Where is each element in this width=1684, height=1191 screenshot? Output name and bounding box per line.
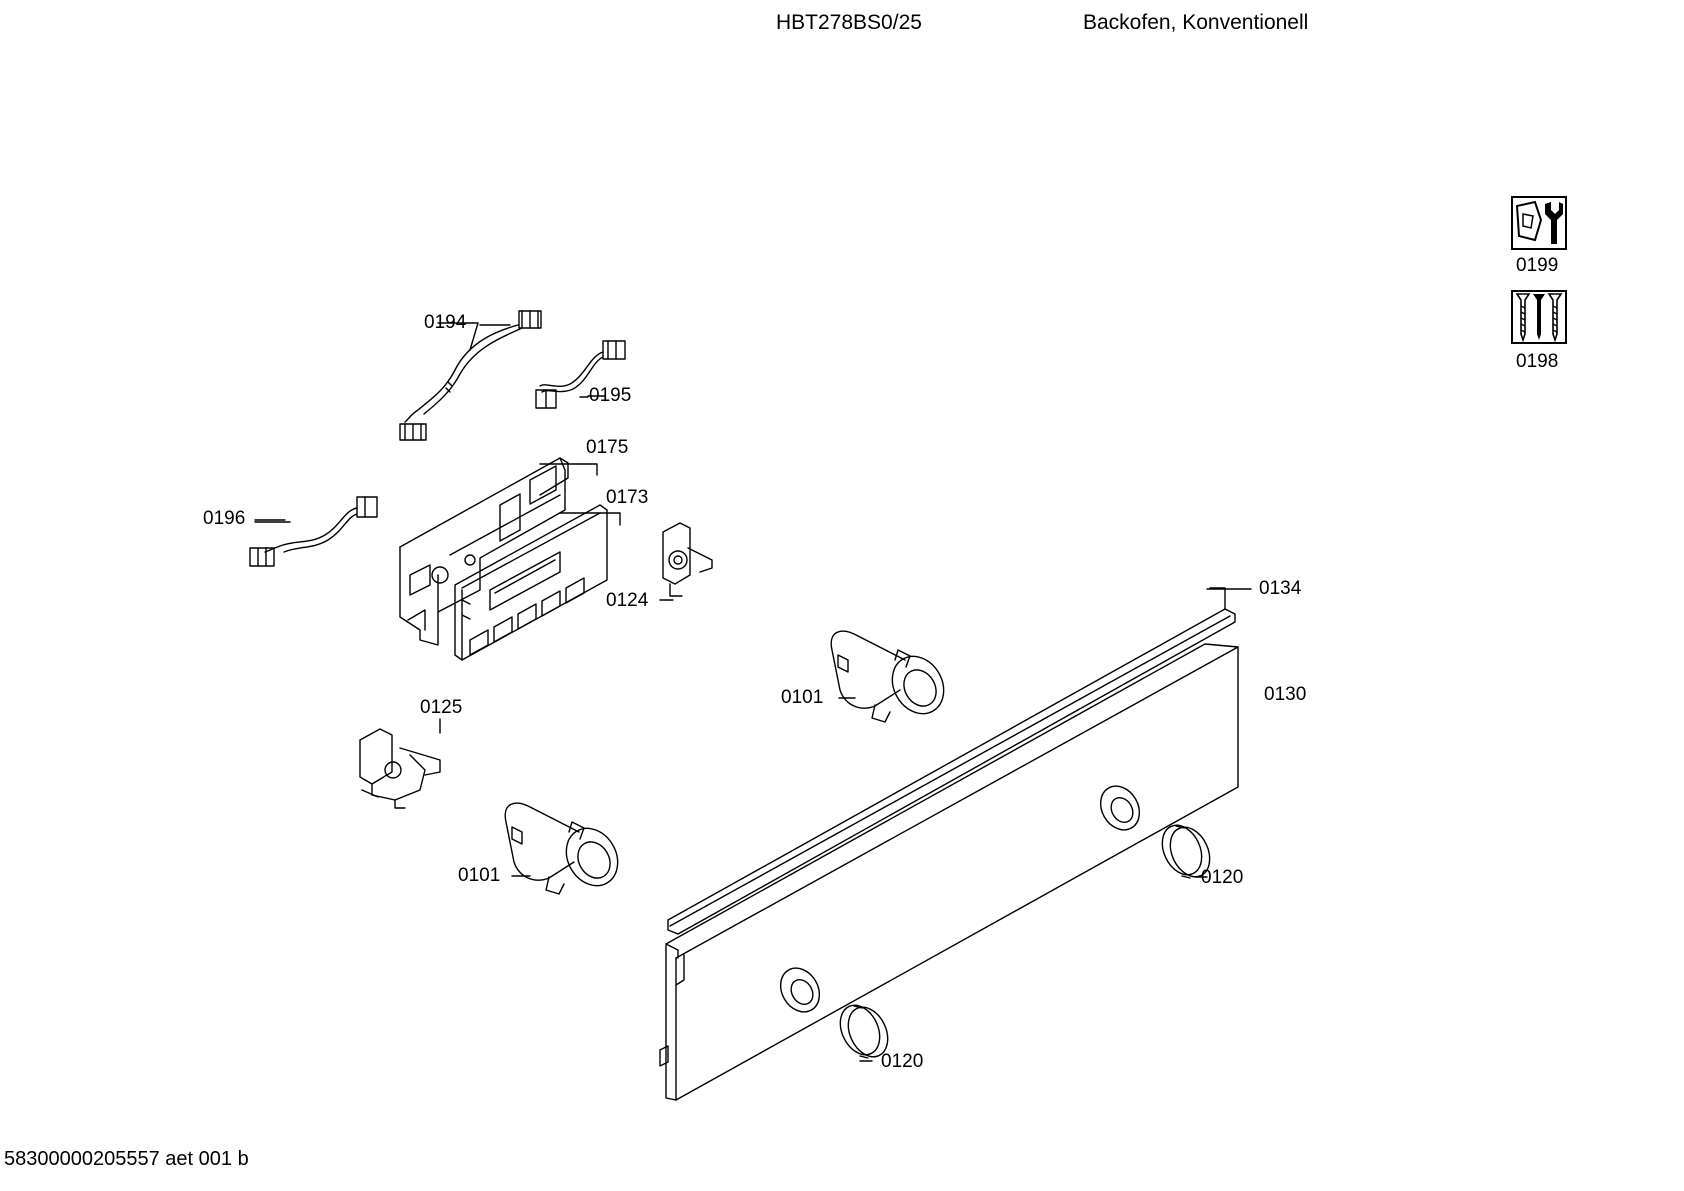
part-label-0130: 0130 <box>1264 684 1307 705</box>
knob-ring-0120-left <box>839 1004 889 1059</box>
wiring-harness-0195 <box>535 340 626 409</box>
part-label-0125: 0125 <box>420 697 463 718</box>
part-label-0120-left: 0120 <box>881 1051 924 1072</box>
part-label-0175: 0175 <box>586 437 629 458</box>
appliance-description: Backofen, Konventionell <box>1083 11 1309 34</box>
part-label-0198: 0198 <box>1516 351 1559 372</box>
knob-ring-0120-right <box>1161 824 1211 879</box>
trim-strip-0134 <box>667 587 1236 935</box>
control-knob-0101-upper <box>830 630 945 723</box>
part-label-0173: 0173 <box>606 487 649 508</box>
part-label-0195: 0195 <box>589 385 632 406</box>
switch-0125 <box>359 728 441 809</box>
leader-lines <box>254 322 1252 1062</box>
part-label-0101-upper: 0101 <box>781 687 824 708</box>
part-label-0196: 0196 <box>203 508 246 529</box>
part-label-0101-lower: 0101 <box>458 865 501 886</box>
part-label-0194: 0194 <box>424 312 467 333</box>
service-kit-0199[interactable] <box>1511 196 1567 250</box>
control-panel-0130 <box>659 643 1239 1101</box>
control-knob-0101-lower <box>504 802 619 895</box>
wiring-harness-0194 <box>399 310 542 441</box>
service-kit-0198[interactable] <box>1511 290 1567 344</box>
wiring-harness-0196 <box>249 496 378 567</box>
model-number: HBT278BS0/25 <box>776 11 922 34</box>
document-code: 58300000205557 aet 001 b <box>4 1148 249 1170</box>
display-module-0173 <box>454 504 608 661</box>
service-wrench-icon <box>1511 196 1567 250</box>
control-bracket-0175 <box>399 457 569 646</box>
part-label-0124: 0124 <box>606 590 649 611</box>
part-label-0120-right: 0120 <box>1201 867 1244 888</box>
switch-0124 <box>662 522 713 597</box>
part-label-0134: 0134 <box>1259 578 1302 599</box>
screws-icon <box>1511 290 1567 344</box>
part-label-0199: 0199 <box>1516 255 1559 276</box>
